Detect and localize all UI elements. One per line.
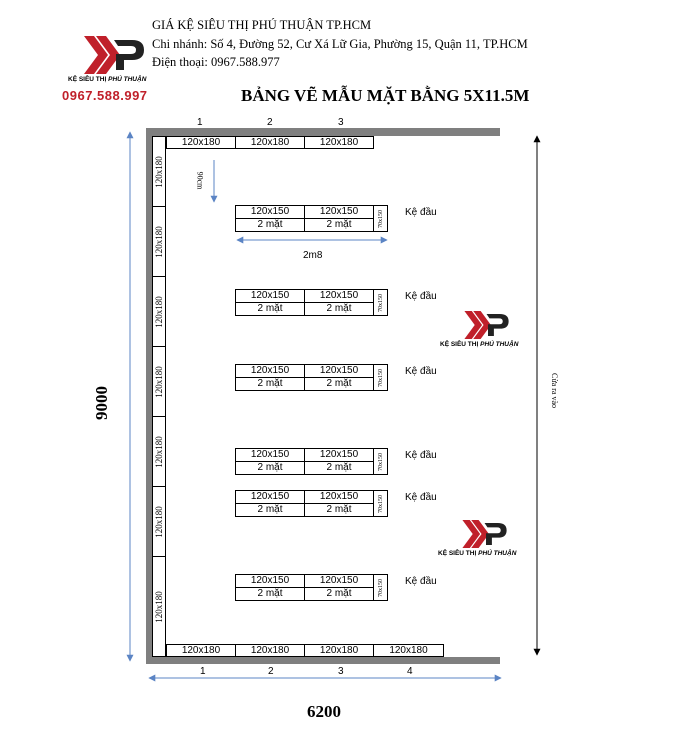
gondola-faces: 2 mặt [304, 503, 374, 517]
end-cap-label: Kệ đầu [405, 291, 437, 302]
gondola-cell: 120x150 [304, 205, 374, 219]
watermark-brand: KỆ SIÊU THỊ PHÚ THUẬN [440, 341, 519, 348]
logo-phone: 0967.588.997 [62, 88, 148, 103]
gondola-end-cap: 70x150 [373, 289, 388, 316]
gap-label: 90cm [195, 171, 205, 189]
gondola-end-cap: 70x150 [373, 205, 388, 232]
width-label: 6200 [307, 702, 341, 721]
gondola-faces: 2 mặt [304, 377, 374, 391]
watermark-brand: KỆ SIÊU THỊ PHÚ THUẬN [438, 550, 517, 557]
gondola-cell: 120x150 [304, 490, 374, 504]
logo-mark-icon [464, 311, 509, 339]
watermark-logo: KỆ SIÊU THỊ PHÚ THUẬN [440, 311, 536, 351]
gondola-cell: 120x150 [235, 490, 305, 504]
gondola-end-cap: 70x150 [373, 364, 388, 391]
end-cap-label: Kệ đầu [405, 207, 437, 218]
watermark-logo: KỆ SIÊU THỊ PHÚ THUẬN [438, 520, 534, 560]
gondola-faces: 2 mặt [235, 302, 305, 316]
entrance-label: Cửa ra vào [549, 372, 559, 408]
gondola-faces: 2 mặt [304, 302, 374, 316]
bottom-shelf-number: 2 [268, 666, 274, 677]
bottom-shelf-cell: 120x180 [235, 644, 305, 657]
end-cap-label: Kệ đầu [405, 576, 437, 587]
gondola-cell: 120x150 [304, 364, 374, 378]
end-cap-label: Kệ đầu [405, 492, 437, 503]
gondola-end-cap: 70x150 [373, 490, 388, 517]
length-label: 2m8 [303, 250, 323, 261]
company-logo: KỆ SIÊU THỊ PHÚ THUẬN 0967.588.997 [62, 36, 182, 106]
gondola-cell: 120x150 [304, 448, 374, 462]
top-shelf-cell: 120x180 [235, 136, 305, 149]
bottom-shelf-number: 1 [200, 666, 206, 677]
drawing-title: BẢNG VẼ MẪU MẶT BẰNG 5X11.5M [241, 86, 530, 105]
gondola-faces: 2 mặt [235, 461, 305, 475]
bottom-shelf-cell: 120x180 [373, 644, 444, 657]
top-shelf-cell: 120x180 [304, 136, 374, 149]
wall-left [146, 128, 152, 663]
header-address: Chi nhánh: Số 4, Đường 52, Cư Xá Lữ Gia,… [152, 37, 528, 51]
logo-mark-icon [84, 36, 144, 74]
gondola-faces: 2 mặt [304, 461, 374, 475]
end-cap-label: Kệ đầu [405, 366, 437, 377]
gondola-faces: 2 mặt [235, 587, 305, 601]
gondola-end-cap: 70x150 [373, 574, 388, 601]
left-shelf-cell: 120x180 [152, 346, 166, 417]
gondola-cell: 120x150 [235, 289, 305, 303]
gondola-faces: 2 mặt [304, 218, 374, 232]
top-shelf-number: 3 [338, 117, 344, 128]
header-company: GIÁ KỆ SIÊU THỊ PHÚ THUẬN TP.HCM [152, 18, 372, 32]
left-shelf-cell: 120x180 [152, 416, 166, 487]
left-shelf-cell: 120x180 [152, 206, 166, 277]
left-shelf-cell: 120x180 [152, 136, 166, 207]
height-label: 9000 [92, 386, 111, 420]
logo-brand: KỆ SIÊU THỊ PHÚ THUẬN [68, 76, 147, 83]
wall-top [146, 128, 500, 136]
gondola-cell: 120x150 [235, 364, 305, 378]
bottom-shelf-number: 4 [407, 666, 413, 677]
gondola-faces: 2 mặt [235, 503, 305, 517]
gondola-faces: 2 mặt [235, 377, 305, 391]
bottom-shelf-cell: 120x180 [304, 644, 374, 657]
bottom-shelf-number: 3 [338, 666, 344, 677]
gondola-cell: 120x150 [304, 574, 374, 588]
gondola-cell: 120x150 [235, 205, 305, 219]
gondola-end-cap: 70x150 [373, 448, 388, 475]
gondola-cell: 120x150 [235, 574, 305, 588]
bottom-shelf-cell: 120x180 [166, 644, 236, 657]
top-shelf-number: 2 [267, 117, 273, 128]
top-shelf-cell: 120x180 [166, 136, 236, 149]
header-phone: Điện thoại: 0967.588.977 [152, 55, 280, 69]
gondola-faces: 2 mặt [304, 587, 374, 601]
end-cap-label: Kệ đầu [405, 450, 437, 461]
logo-mark-icon [462, 520, 507, 548]
gondola-faces: 2 mặt [235, 218, 305, 232]
gondola-cell: 120x150 [235, 448, 305, 462]
left-shelf-cell: 120x180 [152, 276, 166, 347]
left-shelf-cell: 120x180 [152, 556, 166, 657]
wall-bottom [146, 657, 500, 664]
left-shelf-cell: 120x180 [152, 486, 166, 557]
gondola-cell: 120x150 [304, 289, 374, 303]
top-shelf-number: 1 [197, 117, 203, 128]
